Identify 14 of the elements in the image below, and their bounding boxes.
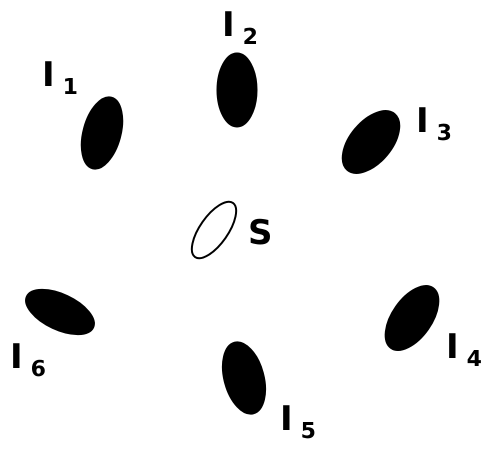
symbol-label: I$_{1}$ — [42, 58, 78, 99]
symbol-label: I$_{2}$ — [222, 8, 258, 49]
ellipse — [222, 341, 266, 415]
ellipse — [80, 96, 124, 170]
symbol-label: I$_{4}$ — [446, 330, 482, 371]
ellipse — [216, 52, 258, 128]
symbol-label: S — [248, 216, 272, 250]
ellipse — [190, 200, 238, 260]
symbol-label: I$_{5}$ — [280, 402, 316, 443]
symbol-label: I$_{6}$ — [10, 340, 46, 381]
ellipse — [25, 288, 95, 336]
ellipse — [342, 110, 400, 174]
ellipse — [384, 285, 440, 351]
symbol-label: I$_{3}$ — [416, 104, 452, 145]
